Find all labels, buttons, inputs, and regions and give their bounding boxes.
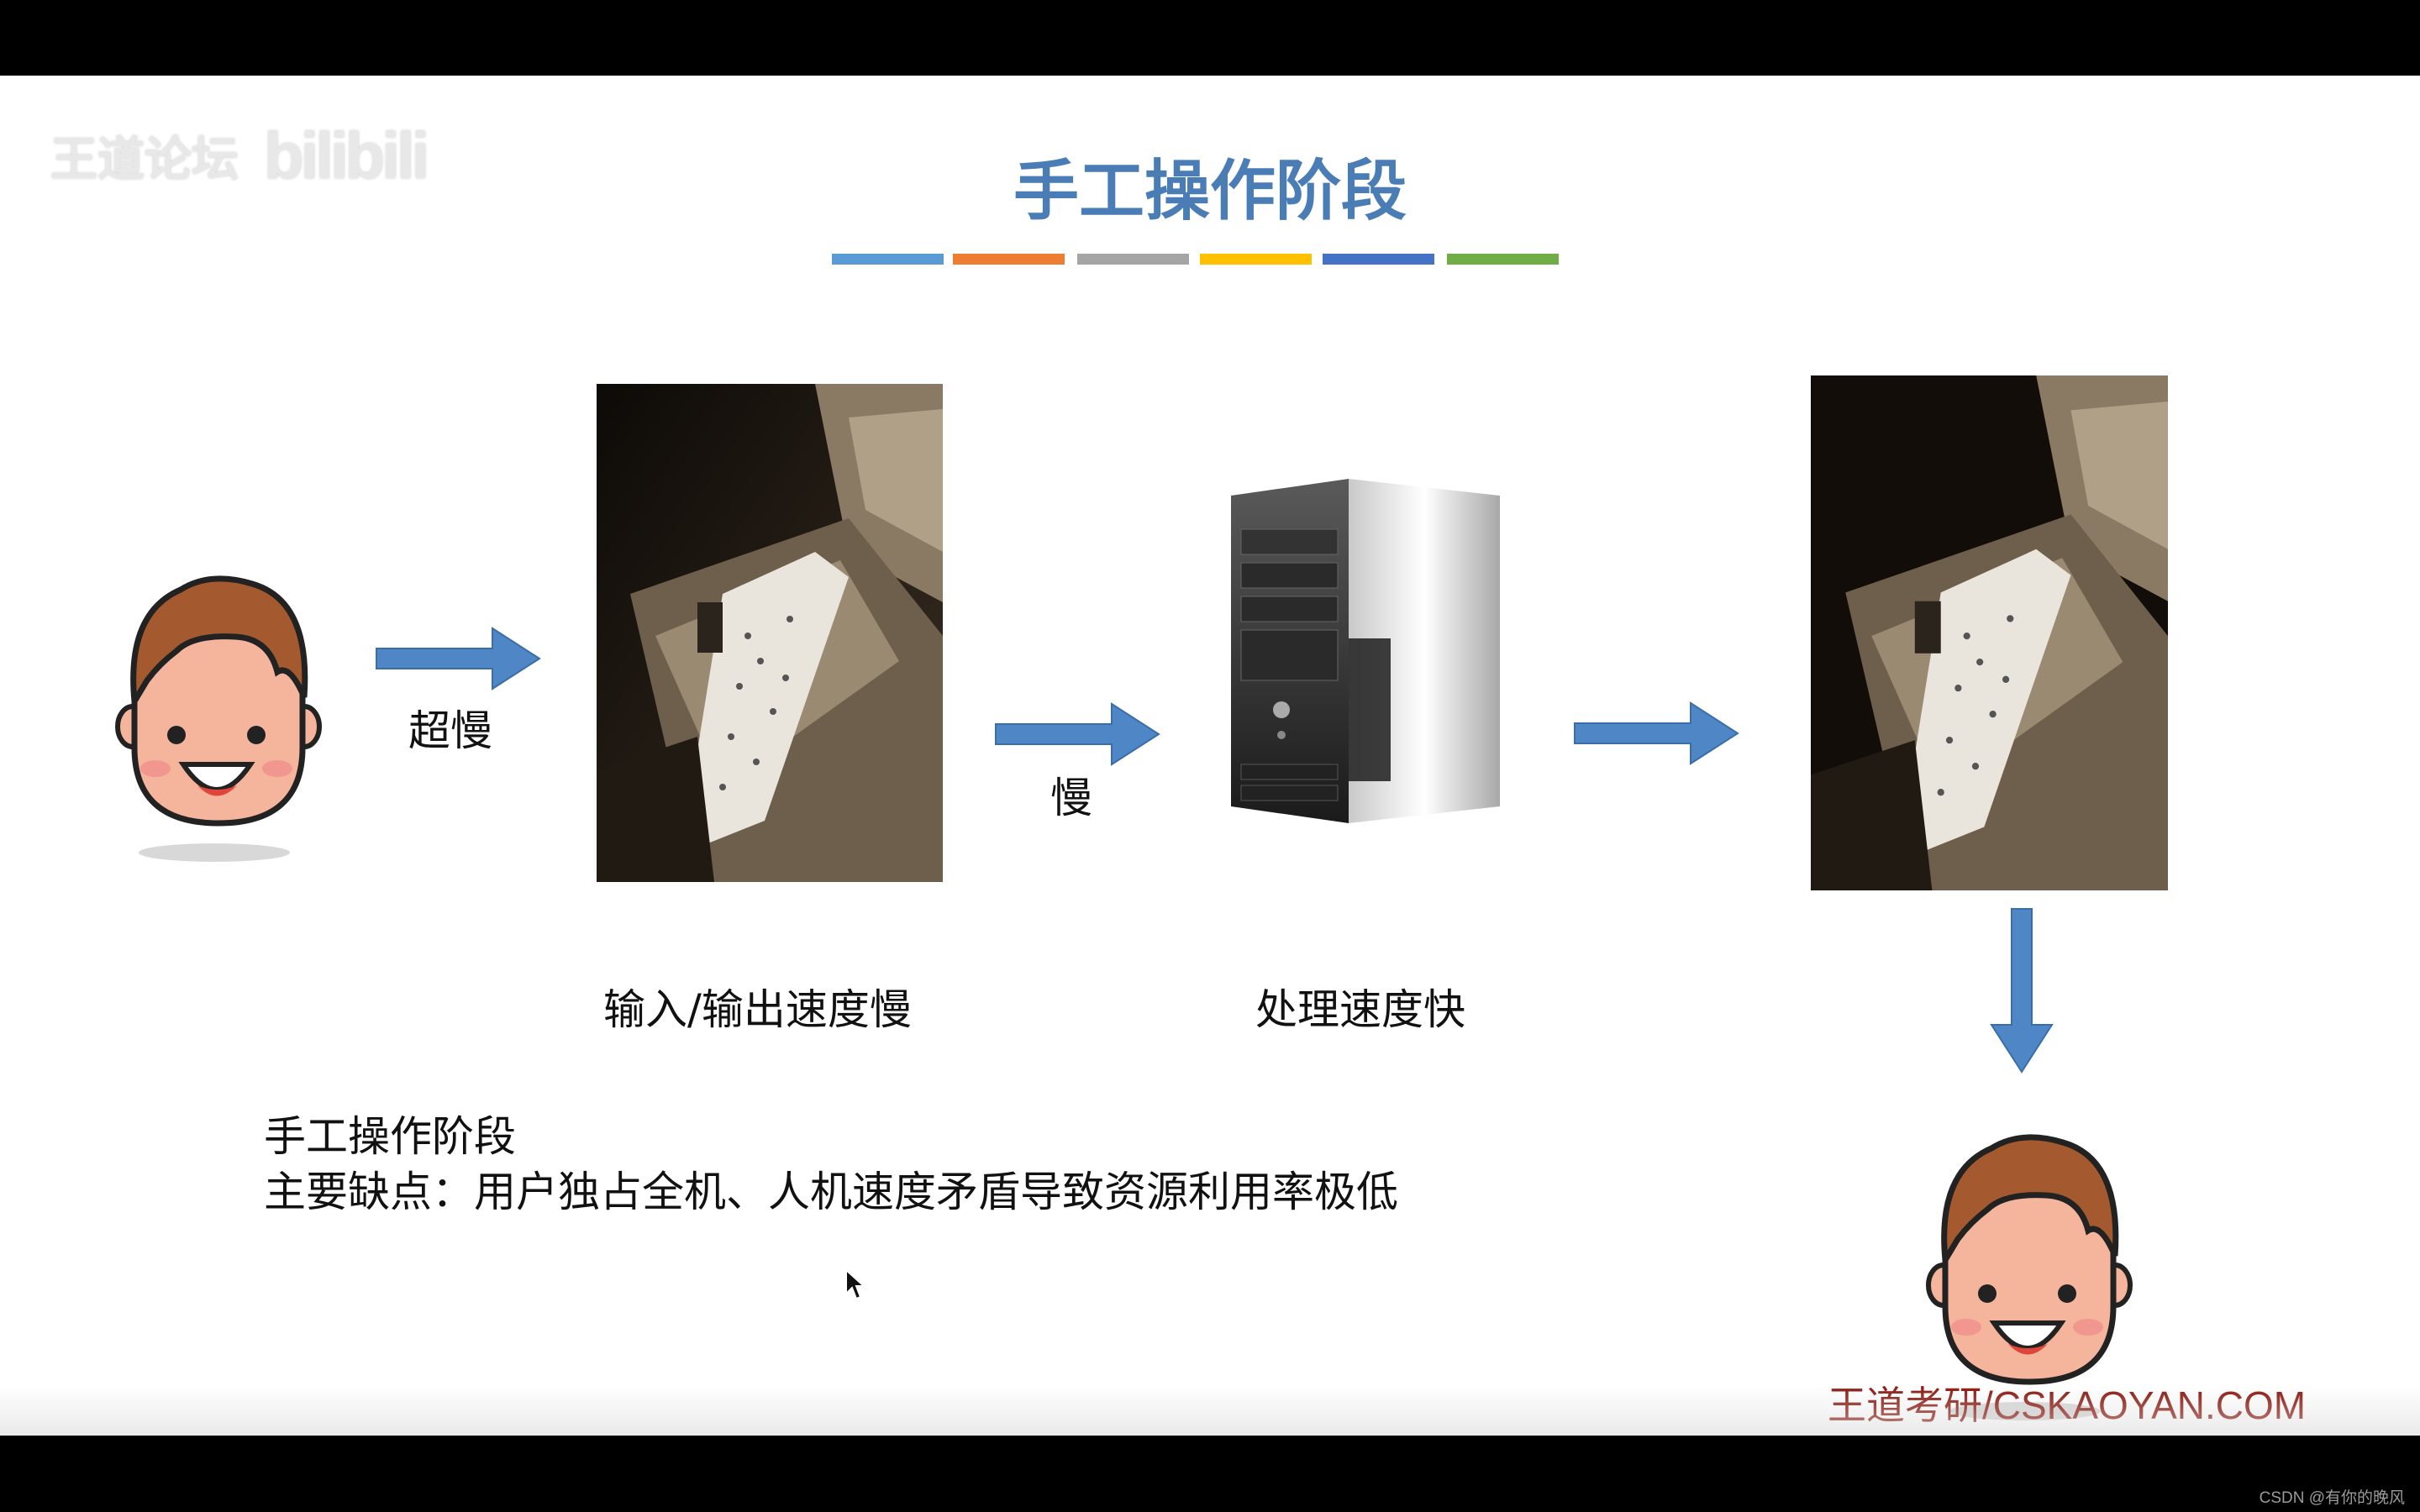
slide-title: 手工操作阶段 [1013, 154, 1407, 229]
mouse-cursor-icon [845, 1268, 866, 1300]
computer-tower-icon [1231, 479, 1500, 823]
color-strip-segment [1200, 254, 1312, 265]
bilibili-logo: bilibili [264, 118, 429, 192]
summary-text: 手工操作阶段 主要缺点：用户独占全机、人机速度矛盾导致资源利用率极低 [264, 1109, 1398, 1220]
summary-drawbacks: 主要缺点：用户独占全机、人机速度矛盾导致资源利用率极低 [264, 1168, 1398, 1216]
user-face-icon [115, 575, 322, 862]
slide-bottom-shade [0, 1385, 2420, 1436]
color-strip-segment [1077, 254, 1189, 265]
watermark-site-text: 王道论坛 [50, 132, 239, 187]
arrow-down-icon [1990, 908, 2054, 1074]
arrow-label-slow: 慢 [1050, 774, 1092, 822]
color-strip-segment [1447, 254, 1559, 265]
arrow-cpu-to-output-icon [1574, 701, 1739, 765]
color-strip-segment [1323, 254, 1434, 265]
csdn-credit: CSDN @有你的晚风 [2259, 1489, 2405, 1507]
cpu-speed-caption: 处理速度快 [1255, 985, 1465, 1034]
video-top-letterbox [0, 0, 2420, 76]
io-speed-caption: 输入/输出速度慢 [603, 985, 912, 1034]
video-bottom-letterbox [0, 1436, 2420, 1512]
arrow-user-to-io-icon [376, 627, 541, 690]
card-reader-output-photo [1811, 375, 2168, 890]
summary-heading: 手工操作阶段 [264, 1112, 516, 1161]
bilibili-watermark: 王道论坛 bilibili [50, 118, 429, 193]
color-strip-segment [832, 254, 944, 265]
color-strip-segment [953, 254, 1065, 265]
arrow-label-very-slow: 超慢 [408, 706, 492, 755]
card-reader-photo [597, 384, 943, 882]
presentation-slide: 王道论坛 bilibili 手工操作阶段 超慢 [0, 76, 2420, 1436]
arrow-io-to-cpu-icon [995, 702, 1160, 766]
